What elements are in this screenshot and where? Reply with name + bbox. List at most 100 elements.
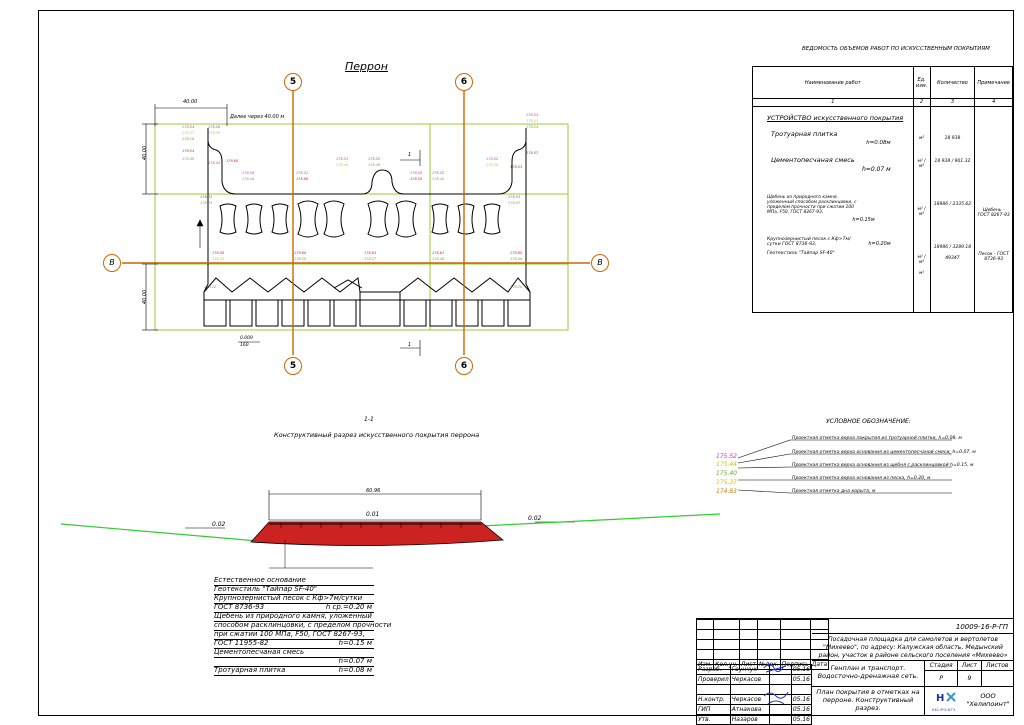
svg-text:178.39: 178.39 [208, 131, 221, 135]
cut-mark-bottom: 1 [408, 342, 412, 348]
svg-text:178.54: 178.54 [208, 161, 220, 165]
dim-left-top: 40.00 [142, 145, 149, 161]
section-slope-right: 0.02 [528, 515, 542, 522]
platform-outline [203, 128, 531, 327]
svg-text:178.51: 178.51 [296, 171, 308, 175]
axis-bubble-6-bottom: 6 [455, 357, 473, 375]
svg-text:178.53: 178.53 [508, 195, 520, 199]
legend-text-gravel: Проектная отметка верха основания из щеб… [792, 463, 974, 468]
svg-text:178.18: 178.18 [182, 137, 195, 141]
legend-value-cement: 175.44 [716, 461, 737, 468]
legend-leaders [737, 439, 952, 494]
slope-label: 0.009 [240, 336, 253, 341]
layer-label-gravel-3: при сжатии 100 МПа, F50, ГОСТ 8267-93, [214, 630, 374, 640]
svg-text:178.88: 178.88 [296, 177, 309, 181]
svg-text:178.27: 178.27 [364, 257, 377, 261]
svg-text:178.37: 178.37 [182, 131, 195, 135]
svg-text:H: H [936, 693, 944, 704]
section-title: Конструктивный разрез искусственного пок… [274, 431, 480, 439]
section-slope-left: 0.02 [212, 521, 226, 528]
svg-text:178.22: 178.22 [204, 285, 217, 289]
svg-text:178.60: 178.60 [294, 251, 307, 255]
section-drawing [60, 490, 721, 569]
svg-text:178.61: 178.61 [432, 251, 444, 255]
svg-text:178.25: 178.25 [510, 285, 523, 289]
dim-top: 40.00 [183, 99, 198, 105]
svg-text:178.54: 178.54 [182, 125, 194, 129]
drawing-sheet-frame [38, 10, 1014, 716]
legend-value-sand: 175.37 [716, 479, 737, 486]
svg-text:178.53: 178.53 [336, 157, 348, 161]
signature-marks [763, 663, 789, 705]
legend-text-bottom: Проектная отметка дна корыта, м [792, 489, 876, 494]
platform-plan: 178.54 178.37 178.18 178.56 178.39 178.5… [122, 90, 590, 356]
volumes-body-names: УСТРОЙСТВО искусственного покрытия Троту… [752, 106, 914, 313]
svg-text:178.35: 178.35 [212, 257, 225, 261]
company-name: ООО "Хелипоинт" [966, 692, 1010, 708]
layer-label-natural: Естественное основание [214, 576, 374, 586]
svg-text:178.46: 178.46 [368, 163, 381, 167]
axis-bubble-b-left: В [103, 254, 121, 272]
svg-text:178.61: 178.61 [200, 195, 212, 199]
stage-divider [924, 660, 925, 716]
svg-text:178.55: 178.55 [410, 177, 423, 181]
plan-title: Перрон [345, 60, 388, 73]
project-name: Посадочная площадка для самолетов и верт… [818, 636, 1008, 659]
svg-text:178.60: 178.60 [226, 159, 239, 163]
svg-text:178.50: 178.50 [410, 171, 423, 175]
svg-text:178.53: 178.53 [510, 165, 522, 169]
legend-text-tiles: Проектная отметка верха покрытия из трот… [792, 436, 962, 441]
project-separator [812, 660, 1014, 661]
svg-text:178.56: 178.56 [242, 171, 255, 175]
svg-text:178.52: 178.52 [368, 157, 381, 161]
note-step: Далее через 40.00 м [230, 114, 285, 120]
svg-text:178.57: 178.57 [526, 151, 539, 155]
svg-text:178.24: 178.24 [526, 125, 538, 129]
legend-value-tiles: 175.52 [716, 453, 737, 460]
svg-text:178.48: 178.48 [510, 257, 523, 261]
legend-text-sand: Проектная отметка верха основания из пес… [792, 476, 931, 481]
svg-text:178.63: 178.63 [364, 251, 376, 255]
svg-text:178.54: 178.54 [526, 113, 538, 117]
svg-text:178.47: 178.47 [508, 201, 521, 205]
section-width: 60.96 [366, 488, 381, 494]
section-slope-top: 0.01 [366, 511, 380, 518]
drawing-separator [812, 686, 1014, 687]
svg-text:178.44: 178.44 [242, 177, 254, 181]
volumes-table: Наименование работ Ед. изм. Количество П… [752, 66, 1013, 313]
axis-bubble-5-top: 5 [284, 73, 302, 91]
company-logo-text: HELIPOINTS [932, 708, 956, 712]
volumes-title: ВЕДОМОСТЬ ОБЪЕМОВ РАБОТ ПО ИСКУССТВЕННЫМ… [802, 46, 990, 52]
layer-label-sand: Крупнозернистый песок с Кф>7м/сутки [214, 594, 374, 604]
legend-text-cement: Проектная отметка верха основания из цем… [792, 450, 976, 455]
legend-title: УСЛОВНОЕ ОБОЗНАЧЕНИЕ: [826, 418, 911, 425]
drawing-name: План покрытия в отметках на перроне. Кон… [816, 688, 920, 712]
svg-text:178.58: 178.58 [212, 251, 225, 255]
grid-lines [154, 123, 569, 331]
slope-length: 160 [240, 343, 249, 348]
layer-label-cement-thk: h=0.07 м [214, 657, 374, 667]
layer-label-cement: Цементопесчаная смесь [214, 648, 374, 658]
cut-mark-top: 1 [408, 152, 412, 158]
svg-text:178.45: 178.45 [432, 177, 445, 181]
svg-text:178.38: 178.38 [486, 163, 499, 167]
dim-left-bottom: 40.00 [142, 289, 149, 305]
axis-bubble-b-right: В [591, 254, 609, 272]
title-block-code: 10009-16-Р-ГП [812, 620, 1014, 634]
section-mark: 1-1 [364, 416, 374, 423]
legend-value-bottom: 174.83 [716, 488, 737, 495]
company-logo: H [936, 692, 956, 704]
svg-text:178.43: 178.43 [200, 201, 212, 205]
layer-label-gravel-1: Щебень из природного камня, уложенный [214, 612, 374, 622]
axis-bubble-5-bottom: 5 [284, 357, 302, 375]
legend-value-gravel: 175.40 [716, 470, 737, 477]
svg-text:178.52: 178.52 [432, 171, 445, 175]
svg-text:178.52: 178.52 [486, 157, 499, 161]
layer-label-gravel-2: способом расклинцовки, с пределом прочно… [214, 621, 392, 631]
svg-text:178.41: 178.41 [526, 119, 538, 123]
axis-bubble-6-top: 6 [455, 73, 473, 91]
